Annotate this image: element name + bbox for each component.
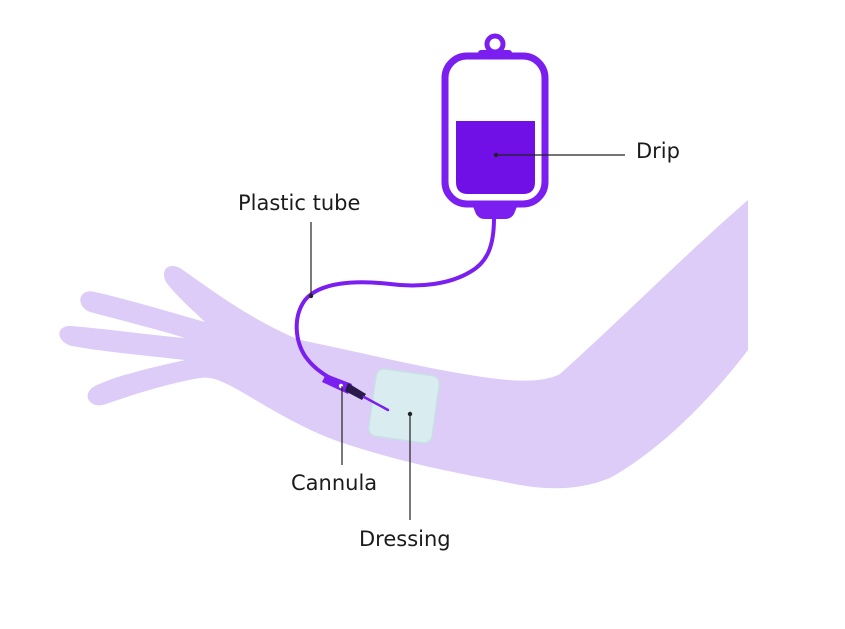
leader-lines bbox=[308, 152, 625, 520]
bag-hanging-loop bbox=[484, 33, 506, 55]
iv-bag bbox=[441, 33, 549, 219]
dressing-label: Dressing bbox=[359, 527, 451, 551]
cannula-hub bbox=[322, 374, 352, 394]
bag-bottom-port bbox=[472, 204, 518, 219]
plastic-tube-label: Plastic tube bbox=[238, 191, 360, 215]
cannula bbox=[322, 374, 390, 412]
cannula-needle bbox=[362, 395, 390, 412]
dressing-leader-dot bbox=[407, 411, 413, 417]
drip-fluid bbox=[456, 121, 535, 194]
cannula-body bbox=[345, 383, 366, 400]
arm-illustration bbox=[59, 200, 748, 489]
hand-shape bbox=[59, 265, 340, 442]
plastic-tube bbox=[294, 216, 496, 380]
plastic-tube-leader-dot bbox=[308, 293, 314, 299]
drip-leader-dot bbox=[493, 152, 499, 158]
cannula-label: Cannula bbox=[291, 471, 377, 495]
drip-label: Drip bbox=[636, 139, 680, 163]
